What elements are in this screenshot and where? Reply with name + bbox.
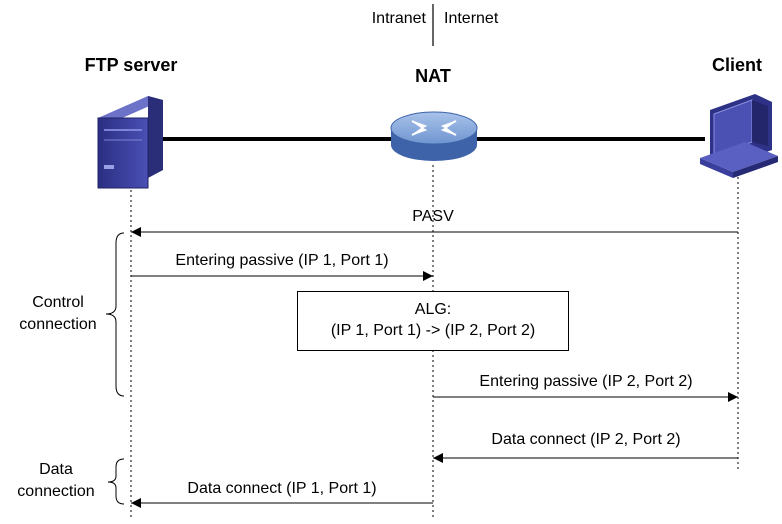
zone-label-intranet: Intranet: [371, 10, 426, 27]
router-icon: [390, 111, 478, 161]
server-label: FTP server: [84, 55, 178, 75]
phase-label-control: Control connection: [10, 292, 106, 336]
nat-label: NAT: [415, 66, 451, 86]
phase-data-line2: connection: [17, 483, 95, 500]
client-icon: [700, 94, 778, 178]
phase-label-data: Data connection: [8, 459, 104, 503]
message-data-connect-1: Data connect (IP 1, Port 1): [187, 480, 377, 497]
message-entering-passive-1: Entering passive (IP 1, Port 1): [175, 252, 389, 269]
message-entering-passive-2: Entering passive (IP 2, Port 2): [479, 373, 693, 390]
phase-control-line1: Control: [32, 294, 84, 311]
brace-data: [107, 458, 125, 505]
alg-mapping: (IP 1, Port 1) -> (IP 2, Port 2): [330, 322, 536, 339]
alg-title: ALG:: [414, 301, 452, 318]
brace-control: [105, 232, 125, 397]
alg-box: ALG: (IP 1, Port 1) -> (IP 2, Port 2): [297, 291, 569, 351]
message-pasv: PASV: [412, 208, 454, 225]
client-label: Client: [711, 55, 763, 75]
message-data-connect-2: Data connect (IP 2, Port 2): [491, 431, 681, 448]
server-icon: [97, 96, 163, 189]
phase-data-line1: Data: [39, 461, 73, 478]
phase-control-line2: connection: [19, 316, 97, 333]
zone-label-internet: Internet: [444, 10, 499, 27]
